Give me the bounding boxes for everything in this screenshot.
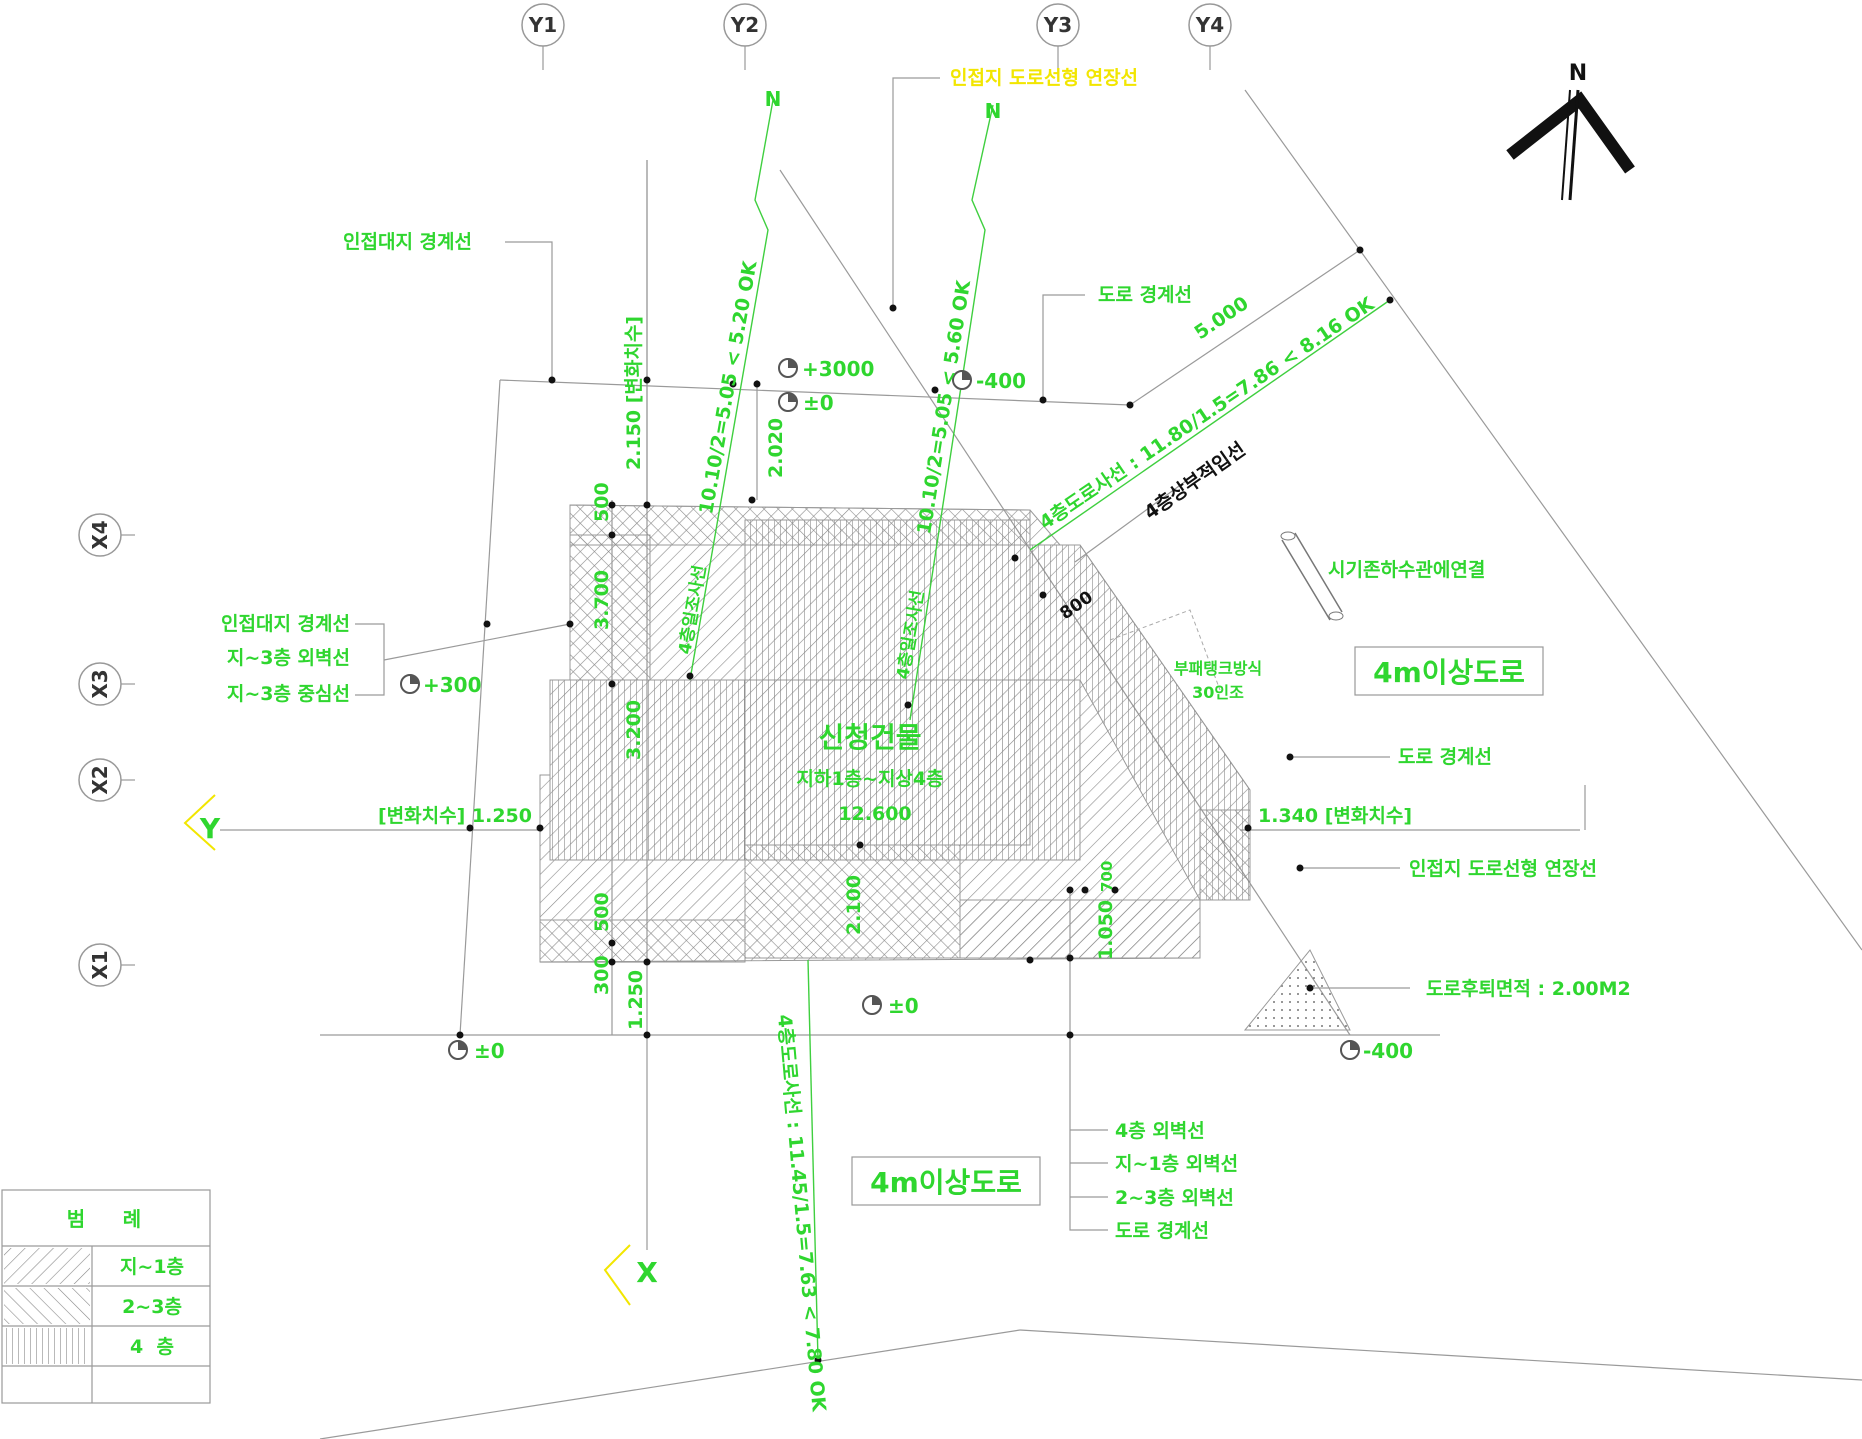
label-building-floors: 지하1층~지상4층 <box>796 768 943 790</box>
level-marker-zero-top: ±0 <box>778 391 834 415</box>
dim-5000: 5.000 <box>1190 292 1252 344</box>
label-wall-4f: 4층 외벽선 <box>1115 1120 1205 1142</box>
label-adj-road-ext-right: 인접지 도로선형 연장선 <box>1409 858 1597 880</box>
grid-bubble-y3: Y3 <box>1036 3 1080 47</box>
level-marker-plus3000: +3000 <box>778 357 874 381</box>
svg-text:Y3: Y3 <box>1043 13 1072 37</box>
dim-500-top: 500 <box>591 482 613 522</box>
road-4m-right-box: 4m이상도로 <box>1354 646 1544 696</box>
dim-y2-diag: 10.10/2=5.05 < 5.20 OK <box>695 258 761 516</box>
slope-lines <box>689 99 1391 1361</box>
svg-text:+300: +300 <box>423 673 482 697</box>
legend-swatch-4f <box>4 1328 90 1364</box>
legend-swatch-b1 <box>4 1248 90 1284</box>
svg-text:Y2: Y2 <box>730 13 759 37</box>
label-center-b3: 지~3층 중심선 <box>227 683 350 705</box>
label-wall-b1: 지~1층 외벽선 <box>1115 1153 1238 1175</box>
grid-bubble-y1: Y1 <box>521 3 565 47</box>
dim-12600: 12.600 <box>838 803 911 825</box>
road-4m-bottom-box: 4m이상도로 <box>851 1156 1041 1206</box>
level-marker-minus400-right: -400 <box>1340 1039 1413 1063</box>
building-mass <box>539 504 1251 963</box>
north-arrow-icon: N <box>1506 61 1635 201</box>
label-adj-boundary-left: 인접대지 경계선 <box>221 613 350 635</box>
svg-text:X3: X3 <box>88 669 112 698</box>
dim-3700: 3.700 <box>591 570 613 630</box>
svg-text:4m이상도로: 4m이상도로 <box>870 1166 1022 1199</box>
grid-bubble-x3: X3 <box>78 662 122 706</box>
dim-300: 300 <box>591 955 613 995</box>
north-label-right: N <box>985 99 1002 123</box>
septic-tank-outline <box>1109 609 1221 691</box>
svg-text:±0: ±0 <box>888 994 919 1018</box>
dim-3200: 3.200 <box>623 700 645 760</box>
dim-bottom-diag: 4층도로사선 : 11.45/1.5=7.63 < 7.80 OK <box>773 1014 830 1414</box>
grid-bubble-y4: Y4 <box>1188 3 1232 47</box>
legend-row-23: 2~3층 <box>122 1296 182 1318</box>
label-road-setback: 도로후퇴면적 : 2.00M2 <box>1426 978 1631 1000</box>
svg-text:±0: ±0 <box>803 391 834 415</box>
svg-text:4m이상도로: 4m이상도로 <box>1373 656 1525 689</box>
legend-swatch-23 <box>4 1288 90 1324</box>
dim-1250-left: [변화치수] 1.250 <box>378 805 532 827</box>
label-building-name: 신청건물 <box>818 721 921 754</box>
label-septic-tank: 부패탱크방식 <box>1174 659 1262 678</box>
label-adj-road-ext-top: 인접지 도로선형 연장선 <box>950 67 1138 89</box>
svg-text:X1: X1 <box>88 950 112 979</box>
sewer-pipe-icon <box>1280 531 1344 621</box>
dim-500-bot: 500 <box>591 892 613 932</box>
svg-text:+3000: +3000 <box>802 357 874 381</box>
dim-2150: 2.150 [변화치수] <box>623 316 645 470</box>
legend-row-4f: 4 층 <box>130 1336 174 1358</box>
label-road-boundary-right: 도로 경계선 <box>1398 746 1492 768</box>
svg-text:Y4: Y4 <box>1195 13 1224 37</box>
dim-700: 700 <box>1098 861 1116 892</box>
dim-1340-right: 1.340 [변화치수] <box>1258 805 1412 827</box>
legend-row-b1: 지~1층 <box>120 1256 184 1278</box>
grid-bubble-x1: X1 <box>78 943 122 987</box>
leader-adj-road-ext-top <box>892 77 940 310</box>
label-road-boundary-top: 도로 경계선 <box>1098 284 1192 306</box>
svg-text:X4: X4 <box>88 520 112 549</box>
axis-marker-y: Y <box>183 794 221 851</box>
dim-2100: 2.100 <box>843 875 865 935</box>
legend-title-1: 범 <box>67 1207 85 1231</box>
north-label-left: N <box>765 87 782 111</box>
level-marker-plus300: +300 <box>400 673 482 697</box>
level-marker-zero-mid: ±0 <box>862 994 919 1018</box>
road-setback-area <box>1243 949 1351 1031</box>
label-septic-capacity: 30인조 <box>1192 683 1244 702</box>
svg-text:N: N <box>1569 61 1587 86</box>
dimension-dots <box>456 246 1394 1364</box>
label-wall-23: 2~3층 외벽선 <box>1115 1187 1234 1209</box>
label-ext-wall-b3: 지~3층 외벽선 <box>227 647 350 669</box>
label-septic: 시기존하수관에연결 <box>1328 559 1485 581</box>
grid-bubble-x4: X4 <box>78 513 122 557</box>
legend-title-2: 례 <box>123 1207 141 1231</box>
level-marker-minus400-top: -400 <box>952 369 1026 393</box>
grid-bubble-y2: Y2 <box>723 3 767 47</box>
grid-bubble-x2: X2 <box>78 758 122 802</box>
label-adj-boundary-top: 인접대지 경계선 <box>343 231 472 253</box>
svg-text:±0: ±0 <box>474 1039 505 1063</box>
svg-text:Y: Y <box>199 812 221 845</box>
dim-1050: 1.050 <box>1095 900 1117 960</box>
svg-text:-400: -400 <box>1363 1039 1413 1063</box>
svg-text:X: X <box>636 1256 658 1289</box>
axis-marker-x: X <box>603 1244 658 1306</box>
label-road-boundary-bottom: 도로 경계선 <box>1115 1220 1209 1242</box>
level-marker-zero-left: ±0 <box>448 1039 505 1063</box>
svg-text:-400: -400 <box>976 369 1026 393</box>
svg-text:X2: X2 <box>88 765 112 794</box>
dim-1250-bot: 1.250 <box>625 970 647 1030</box>
dim-2020: 2.020 <box>765 418 787 478</box>
svg-text:Y1: Y1 <box>528 13 557 37</box>
legend: 범 례 지~1층 2~3층 4 층 <box>1 1189 211 1404</box>
